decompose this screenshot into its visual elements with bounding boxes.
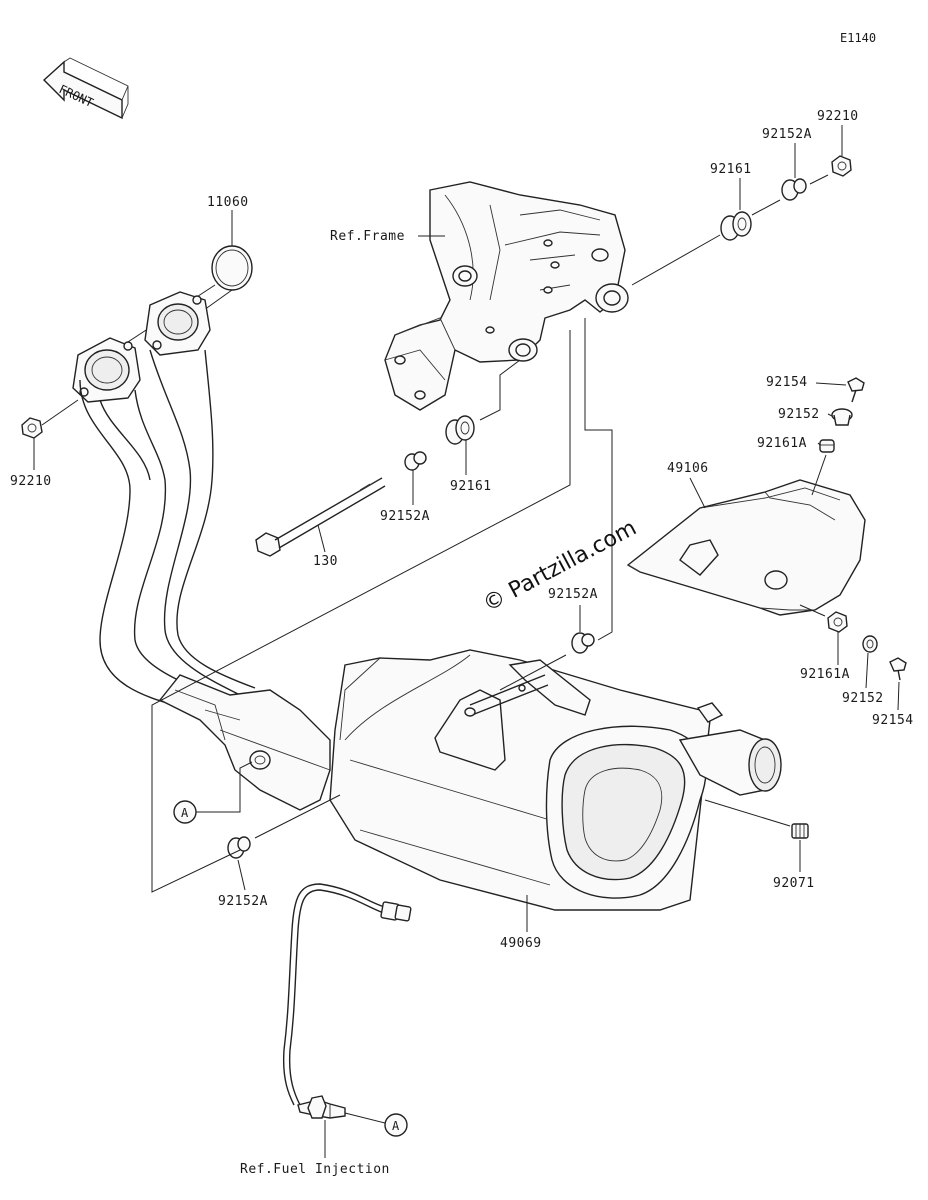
label-92210-left: 92210: [10, 474, 52, 489]
callout-a-upper-text: A: [181, 806, 189, 820]
callout-a-upper: A: [173, 761, 253, 824]
grommet-92161-top: [720, 211, 752, 241]
grommet-92161-mid: [445, 415, 475, 445]
catalyst-joint: [158, 674, 331, 811]
label-92154-top: 92154: [766, 375, 808, 390]
label-92071: 92071: [773, 876, 815, 891]
label-92152-bottom: 92152: [842, 691, 884, 706]
watermark: © Partzilla.com: [479, 516, 641, 618]
collar-92152-bottom: [862, 635, 878, 653]
label-49069: 49069: [500, 936, 542, 951]
nut-92210-left: [21, 417, 43, 439]
label-49106: 49106: [667, 461, 709, 476]
oxygen-sensor: [282, 883, 412, 1119]
collar-92152-top: [831, 408, 853, 426]
washer-92152A-center: [571, 632, 595, 654]
label-92210-top: 92210: [817, 109, 859, 124]
mount-reference-lines: [151, 318, 613, 893]
spring-92071: [791, 823, 809, 839]
label-92152-top: 92152: [778, 407, 820, 422]
bolt-92154-bottom: [889, 657, 907, 681]
bolt-130: [255, 477, 386, 557]
washer-92152A-bottom: [227, 836, 251, 859]
front-arrow-icon: FRONT: [42, 57, 129, 120]
callout-a-lower-text: A: [392, 1119, 400, 1133]
ref-fuel-injection-label: Ref.Fuel Injection: [240, 1162, 390, 1177]
grommet-92161A-bottom: [827, 611, 848, 633]
bolt-92154-top: [847, 377, 865, 403]
label-11060: 11060: [207, 195, 249, 210]
header-flange-front: [144, 291, 211, 356]
label-92152A-mid: 92152A: [380, 509, 430, 524]
callout-a-lower: A: [344, 1112, 408, 1137]
muffler-49069: [329, 649, 782, 911]
label-92154-bottom: 92154: [872, 713, 914, 728]
header-flange-rear: [72, 337, 141, 403]
gasket-11060: [211, 245, 253, 291]
heat-shield-49106: [626, 479, 866, 616]
diagram-code: E1140: [840, 31, 876, 45]
label-92152A-center: 92152A: [548, 587, 598, 602]
label-92161A-top: 92161A: [757, 436, 807, 451]
washer-92152A-top: [781, 178, 807, 201]
label-92161-mid: 92161: [450, 479, 492, 494]
label-92152A-top: 92152A: [762, 127, 812, 142]
label-92161-top: 92161: [710, 162, 752, 177]
label-92161A-bottom: 92161A: [800, 667, 850, 682]
washer-92152A-mid: [404, 451, 427, 471]
nut-92210-top: [831, 155, 852, 177]
grommet-92161A-top: [819, 439, 835, 453]
header-pipes: [79, 349, 256, 711]
ref-frame-label: Ref.Frame: [330, 229, 405, 244]
label-92152A-bottom: 92152A: [218, 894, 268, 909]
label-130: 130: [313, 554, 338, 569]
frame-bracket: [384, 181, 629, 411]
